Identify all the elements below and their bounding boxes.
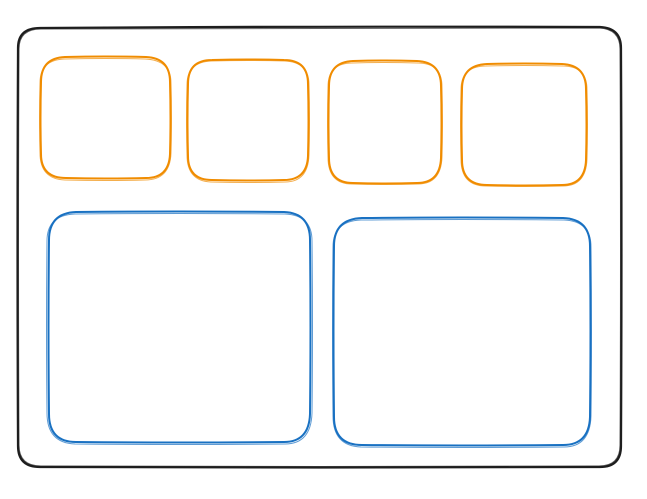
outer-frame	[16, 25, 623, 469]
panel-left	[46, 210, 313, 445]
panel-right	[332, 216, 592, 448]
card-2	[186, 58, 310, 183]
card-1	[39, 55, 172, 181]
card-4	[460, 62, 588, 187]
card-3	[327, 59, 443, 185]
